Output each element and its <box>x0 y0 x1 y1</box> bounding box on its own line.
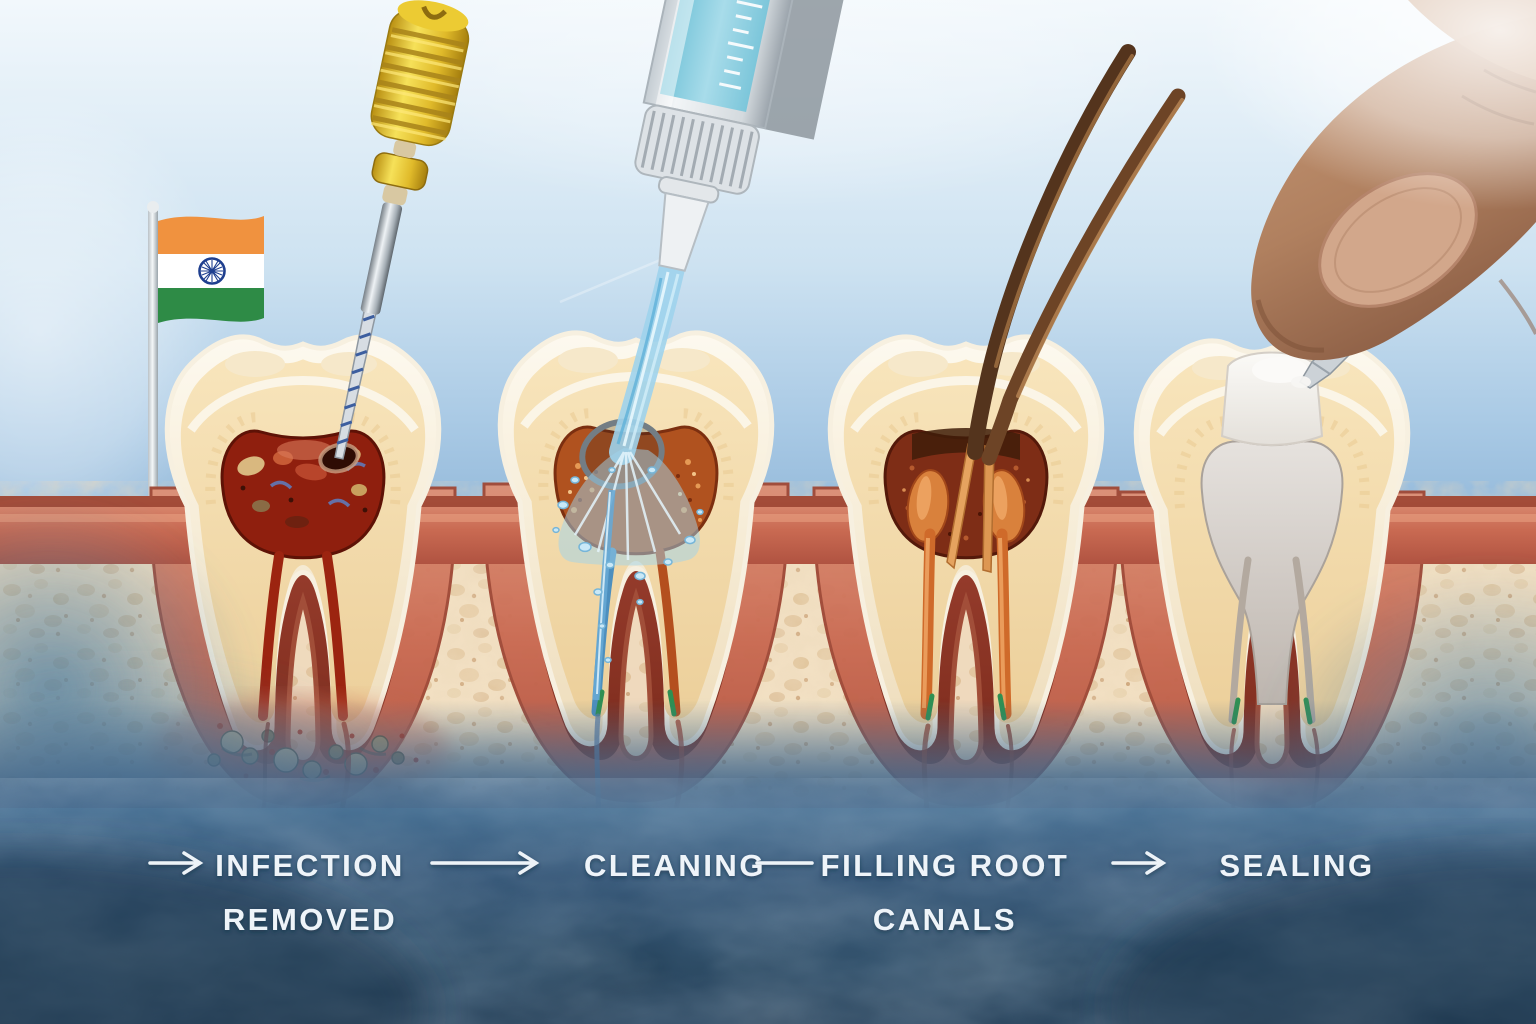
irrigant-droplets <box>552 466 704 664</box>
step-label-infection-line1: INFECTION <box>215 848 405 883</box>
endodontic-file-icon <box>334 0 470 460</box>
syringe-nozzle <box>658 191 710 272</box>
gutta-percha-canals <box>906 469 1026 720</box>
right-canal <box>655 547 681 717</box>
step-label-sealing: SEALING <box>1219 848 1374 883</box>
light-streak <box>559 256 666 304</box>
india-flag-icon <box>147 201 264 562</box>
step-label-infection-line2: REMOVED <box>223 902 397 937</box>
dentist-hand <box>1200 0 1536 361</box>
gutta-percha-points-icon <box>946 441 995 573</box>
sealant-mound <box>1252 357 1308 383</box>
infected-right-canal <box>322 551 348 721</box>
step-label-filling-line2: CANALS <box>873 902 1017 937</box>
step-label-cleaning: CLEANING <box>584 848 766 883</box>
tweezers-icon <box>967 44 1186 466</box>
arrow-icon <box>1111 851 1167 875</box>
syringe-plunger <box>764 0 865 140</box>
irrigation-stream <box>552 255 704 701</box>
arrow-icon <box>430 851 540 875</box>
flag-pole <box>148 206 158 562</box>
file-shaft <box>360 202 403 315</box>
syringe-graduations <box>719 0 783 90</box>
ashoka-chakra-icon <box>198 257 226 285</box>
syringe-liquid <box>659 0 818 112</box>
flag-stripe-saffron <box>158 216 264 254</box>
caption-band <box>0 700 1536 1024</box>
flag-stripe-green <box>158 288 264 323</box>
step-captions: INFECTION REMOVED CLEANING FILLING ROOT … <box>148 848 1374 937</box>
irrigation-syringe-icon <box>634 0 865 272</box>
arrow-icon <box>148 851 204 875</box>
step-label-filling-line1: FILLING ROOT <box>821 848 1070 883</box>
